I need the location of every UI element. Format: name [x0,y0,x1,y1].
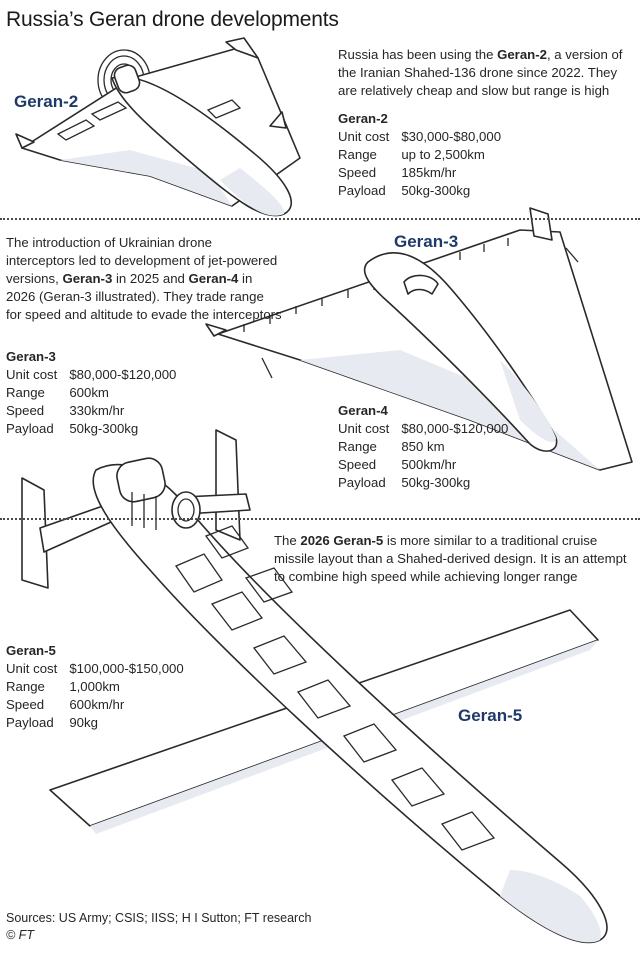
geran-5-engine [116,457,166,503]
geran-4-spec-heading: Geran-4 [338,403,388,418]
geran-2-label: Geran-2 [14,92,79,111]
spec-row: Unit cost$30,000-$80,000 [338,129,502,144]
spec-row: Unit cost$100,000-$150,000 [6,661,184,676]
geran-5-tail-fin-left [21,477,49,589]
geran-5-label: Geran-5 [458,706,523,725]
geran-5-intro: The 2026 Geran-5 is more similar to a tr… [274,533,627,584]
sources-note: Sources: US Army; CSIS; IISS; H I Sutton… [6,911,312,925]
page-title: Russia’s Geran drone developments [6,8,339,31]
section-divider [0,218,640,220]
section-divider [0,518,640,520]
geran-2-drone-illustration [15,37,301,217]
geran-3-fuselage [363,252,558,452]
spec-row: Unit cost$80,000-$120,000 [338,421,509,436]
geran-3-intro: The introduction of Ukrainian drone inte… [6,235,282,322]
geran-3-label: Geran-3 [394,232,459,251]
geran-2-intro: Russia has been using the Geran-2, a ver… [338,47,623,98]
geran-5-tail-fin-right [215,429,241,541]
ft-credit: © FT [6,928,34,942]
geran-5-drone-illustration [21,429,608,944]
geran-5-spec-heading: Geran-5 [6,643,56,658]
geran-2-spec-heading: Geran-2 [338,111,388,126]
spec-row: Unit cost$80,000-$120,000 [6,367,177,382]
geran-3-drone-illustration [205,207,633,471]
geran-5-specs: Geran-5 Unit cost$100,000-$150,000 Range… [6,642,184,732]
geran-3-spec-heading: Geran-3 [6,349,56,364]
